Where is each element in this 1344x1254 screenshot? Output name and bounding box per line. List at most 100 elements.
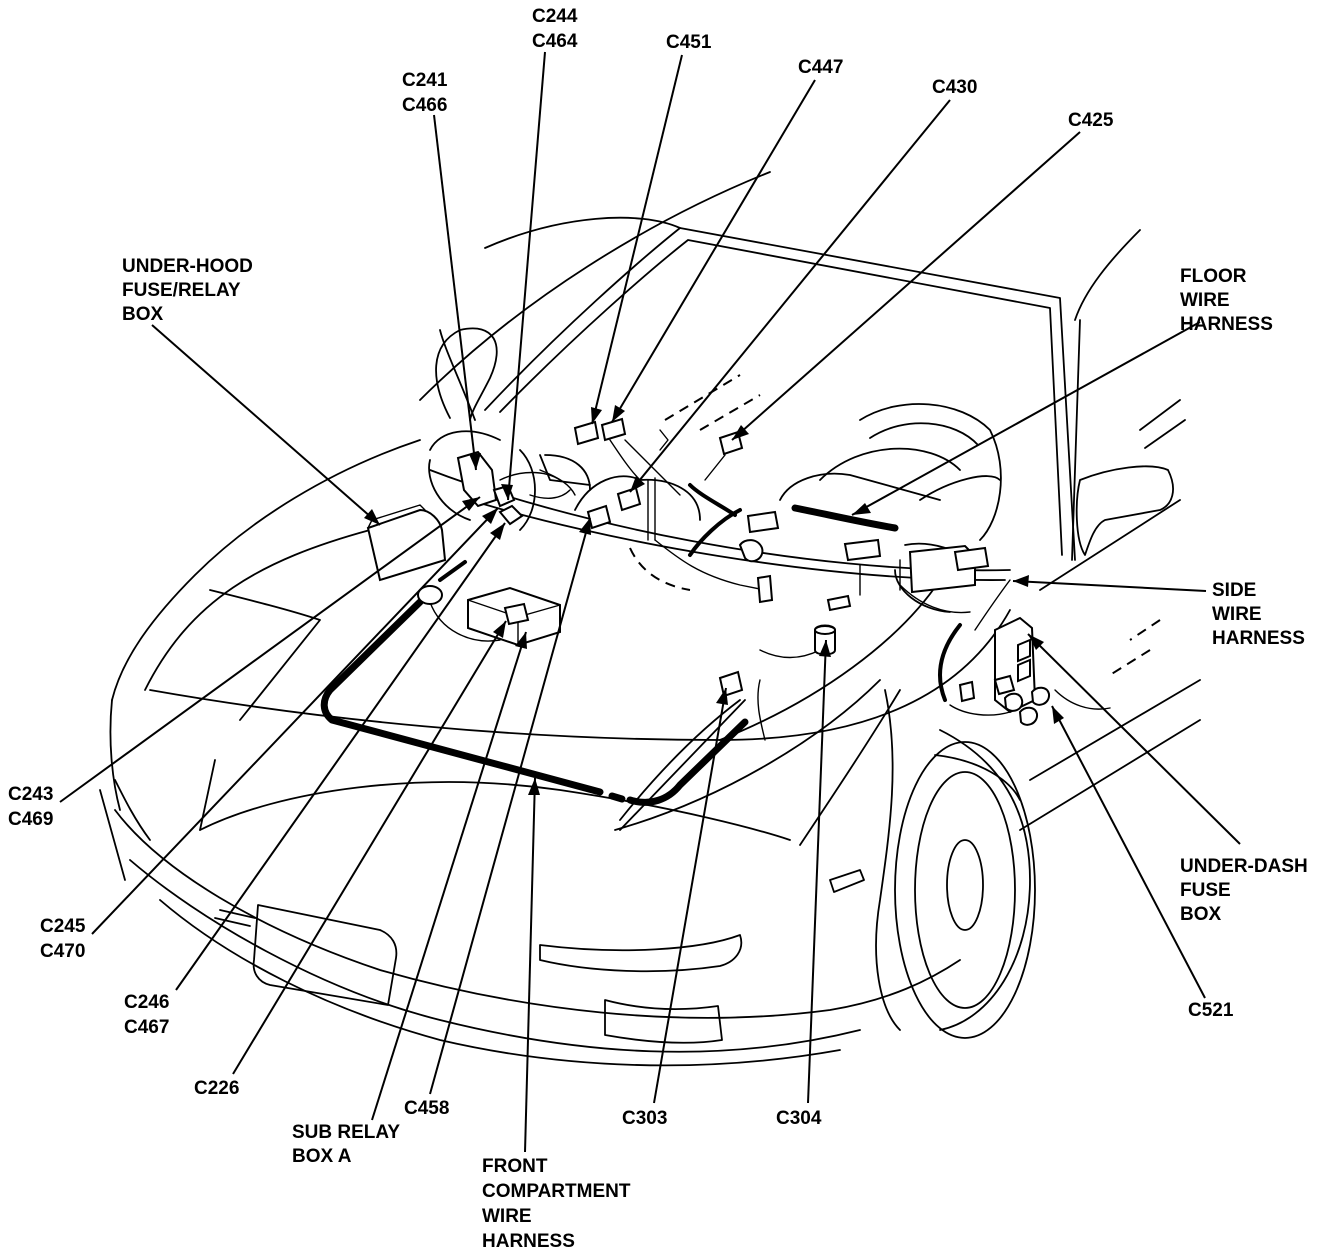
label-front-compartment-wire-harness-line: WIRE bbox=[482, 1206, 532, 1227]
arrow-floor bbox=[852, 503, 871, 515]
arrow-c304 bbox=[819, 640, 831, 657]
label-sub-relay-box-a-line: BOX A bbox=[292, 1146, 352, 1167]
label-c430: C430 bbox=[932, 77, 977, 98]
label-c241-c466-line: C466 bbox=[402, 95, 447, 116]
arrow-sub-relay bbox=[515, 632, 527, 649]
label-under-hood-fuse-relay-box: UNDER-HOOD FUSE/RELAY BOX bbox=[122, 256, 253, 325]
arrow-under-hood bbox=[364, 509, 380, 525]
label-c304-line: C304 bbox=[776, 1108, 822, 1129]
label-c244-c464-line: C464 bbox=[532, 31, 578, 52]
label-under-dash-fuse-box-line: UNDER-DASH bbox=[1180, 856, 1308, 877]
arrow-c241 bbox=[469, 453, 481, 470]
leader-c243 bbox=[59, 496, 481, 803]
label-floor-wire-harness: FLOOR WIRE HARNESS bbox=[1180, 266, 1273, 335]
label-c243-c469-line: C469 bbox=[8, 809, 53, 830]
leader-c521 bbox=[1051, 705, 1206, 999]
arrow-c521 bbox=[1052, 706, 1064, 724]
label-side-wire-harness-line: SIDE bbox=[1212, 580, 1256, 601]
label-under-hood-fuse-relay-box-line: FUSE/RELAY bbox=[122, 280, 241, 301]
arrow-c425 bbox=[732, 425, 749, 440]
leader-c458 bbox=[429, 517, 591, 1095]
arrow-c243 bbox=[462, 497, 480, 511]
arrow-c244 bbox=[501, 484, 513, 500]
leader-c447 bbox=[611, 79, 816, 423]
label-c243-c469-line: C243 bbox=[8, 784, 53, 805]
leader-under-hood bbox=[151, 324, 381, 526]
arrow-c458 bbox=[579, 518, 591, 535]
leader-sub-relay bbox=[371, 631, 527, 1121]
leader-c245 bbox=[91, 507, 499, 935]
arrow-front-compartment bbox=[528, 778, 540, 795]
leader-under-dash bbox=[1027, 633, 1241, 845]
label-c246-c467-line: C246 bbox=[124, 992, 169, 1013]
arrow-c451 bbox=[591, 407, 602, 424]
label-under-dash-fuse-box-line: BOX bbox=[1180, 904, 1222, 925]
label-c458-line: C458 bbox=[404, 1098, 449, 1119]
label-c451-line: C451 bbox=[666, 32, 712, 53]
label-c226-line: C226 bbox=[194, 1078, 239, 1099]
label-c425-line: C425 bbox=[1068, 110, 1114, 131]
car-body bbox=[99, 171, 1201, 1067]
label-under-dash-fuse-box-line: FUSE bbox=[1180, 880, 1231, 901]
label-sub-relay-box-a-line: SUB RELAY bbox=[292, 1122, 400, 1143]
label-c304: C304 bbox=[776, 1108, 822, 1129]
under-hood-fuse-relay-box bbox=[366, 504, 447, 582]
leader-floor bbox=[851, 321, 1201, 516]
label-sub-relay-box-a: SUB RELAY BOX A bbox=[292, 1122, 400, 1167]
label-side-wire-harness-line: WIRE bbox=[1212, 604, 1262, 625]
label-c447-line: C447 bbox=[798, 57, 843, 78]
leader-c430 bbox=[629, 99, 951, 493]
floor-wire-harness-drawing bbox=[629, 477, 899, 591]
label-front-compartment-wire-harness-line: HARNESS bbox=[482, 1231, 575, 1252]
label-floor-wire-harness-line: FLOOR bbox=[1180, 266, 1247, 287]
leader-lines bbox=[59, 51, 1241, 1153]
arrow-c447 bbox=[612, 405, 625, 422]
leader-side bbox=[1012, 580, 1207, 592]
label-c451: C451 bbox=[666, 32, 712, 53]
label-floor-wire-harness-line: WIRE bbox=[1180, 290, 1230, 311]
connectors bbox=[417, 417, 1051, 726]
label-c226: C226 bbox=[194, 1078, 239, 1099]
leader-c303 bbox=[653, 687, 727, 1104]
label-c458: C458 bbox=[404, 1098, 449, 1119]
label-side-wire-harness-line: HARNESS bbox=[1212, 628, 1305, 649]
label-c521: C521 bbox=[1188, 1000, 1234, 1021]
arrowheads bbox=[364, 405, 1064, 795]
leader-c451 bbox=[591, 54, 683, 425]
label-c244-c464-line: C244 bbox=[532, 6, 578, 27]
label-c303-line: C303 bbox=[622, 1108, 667, 1129]
label-under-hood-fuse-relay-box-line: UNDER-HOOD bbox=[122, 256, 253, 277]
label-c425: C425 bbox=[1068, 110, 1114, 131]
label-under-hood-fuse-relay-box-line: BOX bbox=[122, 304, 164, 325]
label-c521-line: C521 bbox=[1188, 1000, 1234, 1021]
leader-c425 bbox=[731, 131, 1081, 441]
label-floor-wire-harness-line: HARNESS bbox=[1180, 314, 1273, 335]
arrow-c246 bbox=[490, 523, 505, 540]
label-c447: C447 bbox=[798, 57, 843, 78]
arrow-c430 bbox=[630, 476, 645, 492]
front-compartment-wire-harness-drawing bbox=[320, 560, 749, 806]
label-under-dash-fuse-box: UNDER-DASH FUSE BOX bbox=[1180, 856, 1308, 925]
leader-c246 bbox=[175, 522, 506, 991]
arrow-c245 bbox=[482, 508, 498, 524]
label-front-compartment-wire-harness-line: COMPARTMENT bbox=[482, 1181, 631, 1202]
leader-c304 bbox=[807, 639, 827, 1104]
leader-front-compartment bbox=[524, 777, 536, 1153]
label-c303: C303 bbox=[622, 1108, 667, 1129]
label-c246-c467-line: C467 bbox=[124, 1017, 169, 1038]
arrow-under-dash bbox=[1028, 634, 1044, 650]
label-c245-c470-line: C470 bbox=[40, 941, 85, 962]
arrow-c303 bbox=[716, 688, 728, 705]
arrow-side bbox=[1013, 575, 1029, 587]
label-c245-c470-line: C245 bbox=[40, 916, 86, 937]
arrow-c226 bbox=[493, 621, 506, 638]
label-c241-c466-line: C241 bbox=[402, 70, 448, 91]
